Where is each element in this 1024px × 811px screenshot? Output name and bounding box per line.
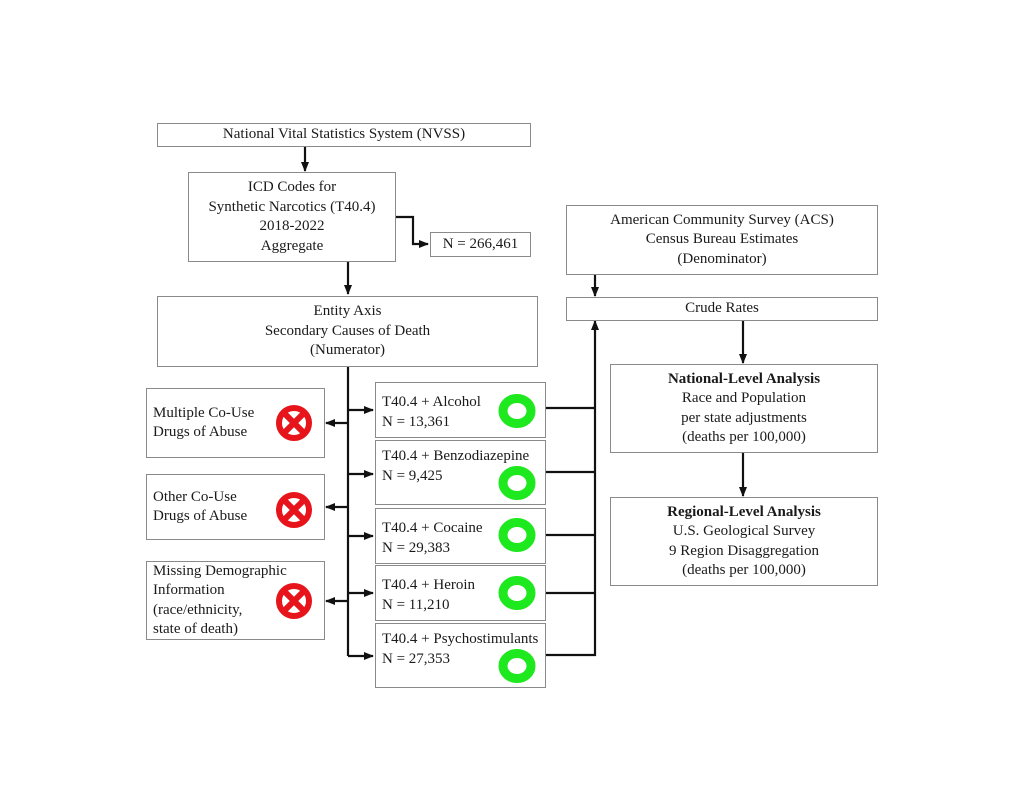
acs-line: American Community Survey (ACS) xyxy=(610,211,834,228)
exclude-x-icon xyxy=(276,492,312,528)
excluded-line: Drugs of Abuse xyxy=(153,424,248,440)
icd-line: 2018-2022 xyxy=(259,218,325,234)
icd-line: ICD Codes for xyxy=(247,179,337,195)
excluded-line: (race/ethnicity, xyxy=(153,601,243,618)
regional-line: U.S. Geological Survey xyxy=(672,523,816,539)
included-label: T40.4 + Heroin xyxy=(382,577,476,593)
regional-analysis-box: Regional-Level Analysis U.S. Geological … xyxy=(610,497,878,586)
exclude-x-icon xyxy=(276,583,312,619)
excluded-line: Missing Demographic xyxy=(153,562,287,579)
icd-line: Synthetic Narcotics (T40.4) xyxy=(208,198,376,215)
total-count-box: N = 266,461 xyxy=(430,232,531,257)
acs-line: Census Bureau Estimates xyxy=(645,231,799,248)
national-line: Race and Population xyxy=(681,390,807,406)
total-count: N = 266,461 xyxy=(442,235,519,252)
nvss-box: National Vital Statistics System (NVSS) xyxy=(157,123,531,147)
include-ring-icon xyxy=(498,394,536,428)
national-title: National-Level Analysis xyxy=(667,370,821,387)
regional-title: Regional-Level Analysis xyxy=(667,503,821,520)
entity-line: Secondary Causes of Death xyxy=(264,322,431,339)
icd-codes-box: ICD Codes for Synthetic Narcotics (T40.4… xyxy=(188,172,396,262)
entity-line: Entity Axis xyxy=(313,303,382,320)
acs-line: (Denominator) xyxy=(677,250,767,267)
national-analysis-box: National-Level Analysis Race and Populat… xyxy=(610,364,878,453)
include-ring-icon xyxy=(498,649,536,683)
excluded-line: state of death) xyxy=(153,621,238,637)
regional-line: (deaths per 100,000) xyxy=(682,562,806,578)
included-cocaine-box: T40.4 + Cocaine N = 29,383 xyxy=(375,508,546,564)
excluded-line: Other Co-Use xyxy=(153,488,237,505)
excluded-line: Multiple Co-Use xyxy=(153,404,255,421)
include-ring-icon xyxy=(498,466,536,500)
included-heroin-box: T40.4 + Heroin N = 11,210 xyxy=(375,565,546,621)
included-count: N = 13,361 xyxy=(382,413,451,430)
included-alcohol-box: T40.4 + Alcohol N = 13,361 xyxy=(375,382,546,438)
include-ring-icon xyxy=(498,518,536,552)
included-count: N = 11,210 xyxy=(382,596,450,613)
regional-line: 9 Region Disaggregation xyxy=(669,542,819,559)
included-count: N = 9,425 xyxy=(382,467,443,484)
acs-box: American Community Survey (ACS) Census B… xyxy=(566,205,878,275)
excluded-line: Drugs of Abuse xyxy=(153,508,248,524)
crude-rates-title: Crude Rates xyxy=(685,300,759,317)
crude-rates-box: Crude Rates xyxy=(566,297,878,321)
entity-line: (Numerator) xyxy=(310,342,385,359)
include-ring-icon xyxy=(498,576,536,610)
nvss-title: National Vital Statistics System (NVSS) xyxy=(222,126,466,143)
excluded-missing-demographic-box: Missing Demographic Information (race/et… xyxy=(146,561,325,640)
national-line: per state adjustments xyxy=(681,409,807,426)
exclude-x-icon xyxy=(276,405,312,441)
included-label: T40.4 + Alcohol xyxy=(382,394,481,410)
national-line: (deaths per 100,000) xyxy=(682,429,806,445)
included-count: N = 29,383 xyxy=(382,539,451,556)
included-count: N = 27,353 xyxy=(382,650,451,667)
included-label: T40.4 + Psychostimulants xyxy=(382,631,539,647)
excluded-line: Information xyxy=(153,582,225,598)
included-label: T40.4 + Cocaine xyxy=(382,520,483,536)
icd-line: Aggregate xyxy=(260,237,324,254)
entity-axis-box: Entity Axis Secondary Causes of Death (N… xyxy=(157,296,538,367)
included-label: T40.4 + Benzodiazepine xyxy=(382,448,530,464)
arrow-icd-to-total xyxy=(396,215,429,248)
